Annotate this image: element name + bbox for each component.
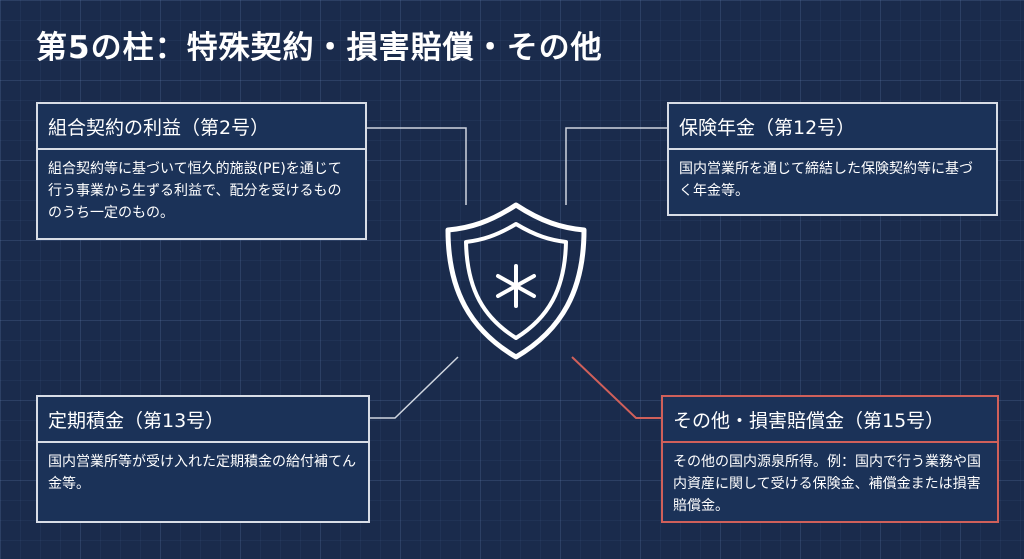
card-installment-savings: 定期積金（第13号） 国内営業所等が受け入れた定期積金の給付補てん金等。	[36, 395, 370, 523]
card-body: その他の国内源泉所得。例：国内で行う業務や国内資産に関して受ける保険金、補償金ま…	[673, 454, 981, 514]
connector-line-highlight	[571, 356, 662, 419]
card-title: 組合契約の利益（第2号）	[38, 104, 365, 150]
connector-line	[369, 356, 459, 419]
shield-icon	[445, 202, 587, 360]
page-title: 第5の柱：特殊契約・損害賠償・その他	[36, 30, 603, 66]
card-title: 保険年金（第12号）	[669, 104, 996, 150]
card-body: 組合契約等に基づいて恒久的施設(PE)を通じて行う事業から生ずる利益で、配分を受…	[48, 161, 342, 221]
card-body: 国内営業所等が受け入れた定期積金の給付補てん金等。	[48, 454, 356, 492]
card-other-damages: その他・損害賠償金（第15号） その他の国内源泉所得。例：国内で行う業務や国内資…	[661, 395, 999, 523]
card-title: その他・損害賠償金（第15号）	[663, 397, 997, 443]
card-partnership-profit: 組合契約の利益（第2号） 組合契約等に基づいて恒久的施設(PE)を通じて行う事業…	[36, 102, 367, 240]
card-body: 国内営業所を通じて締結した保険契約等に基づく年金等。	[679, 161, 973, 199]
asterisk-icon	[496, 264, 536, 308]
card-insurance-annuity: 保険年金（第12号） 国内営業所を通じて締結した保険契約等に基づく年金等。	[667, 102, 998, 216]
connector-line	[565, 127, 667, 205]
connector-line	[366, 127, 467, 205]
card-title: 定期積金（第13号）	[38, 397, 368, 443]
